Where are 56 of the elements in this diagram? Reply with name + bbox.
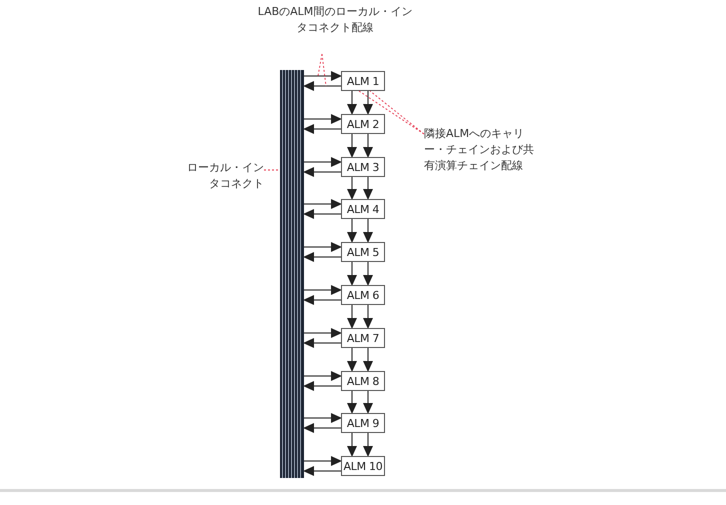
arrow bbox=[347, 134, 357, 158]
arrow bbox=[303, 338, 342, 348]
arrow bbox=[347, 304, 357, 329]
arrow bbox=[347, 432, 357, 457]
arrow bbox=[303, 209, 342, 219]
arrow bbox=[303, 295, 342, 305]
arrow bbox=[363, 90, 373, 115]
leader-line bbox=[370, 90, 424, 134]
interconnect-bus bbox=[280, 70, 304, 478]
arrow bbox=[304, 114, 342, 124]
arrow bbox=[363, 262, 373, 286]
arrow bbox=[303, 466, 342, 476]
arrow bbox=[303, 124, 342, 134]
arrow bbox=[363, 304, 373, 329]
arrow bbox=[347, 176, 357, 200]
leader-line bbox=[318, 54, 322, 76]
alm-box: ALM 9 bbox=[341, 413, 385, 433]
arrow bbox=[303, 381, 342, 391]
arrow bbox=[303, 423, 342, 433]
alm-box: ALM 1 bbox=[341, 71, 385, 91]
arrow bbox=[304, 456, 342, 466]
arrow bbox=[304, 285, 342, 295]
alm-box: ALM 8 bbox=[341, 371, 385, 391]
alm-box: ALM 10 bbox=[341, 456, 385, 476]
arrow bbox=[363, 218, 373, 243]
arrow bbox=[347, 390, 357, 414]
arrow bbox=[347, 262, 357, 286]
arrow bbox=[304, 199, 342, 209]
alm-box: ALM 7 bbox=[341, 328, 385, 348]
leader-line bbox=[322, 54, 326, 86]
arrow bbox=[304, 328, 342, 338]
arrow bbox=[347, 218, 357, 243]
annotation-text: 隣接ALMへのキャリー・チェインおよび共有演算チェイン配線 bbox=[424, 126, 544, 198]
arrow bbox=[303, 167, 342, 177]
alm-box: ALM 4 bbox=[341, 199, 385, 219]
arrow bbox=[363, 134, 373, 158]
annotation-text: LABのALM間のローカル・インタコネクト配線 bbox=[255, 4, 415, 54]
arrow bbox=[363, 432, 373, 457]
arrow bbox=[363, 348, 373, 372]
arrow bbox=[304, 71, 342, 81]
alm-box: ALM 3 bbox=[341, 157, 385, 177]
alm-box: ALM 5 bbox=[341, 242, 385, 262]
leader-line bbox=[358, 90, 424, 134]
arrow bbox=[303, 81, 342, 91]
arrow bbox=[304, 371, 342, 381]
alm-box: ALM 2 bbox=[341, 114, 385, 134]
arrow bbox=[363, 176, 373, 200]
arrow bbox=[304, 242, 342, 252]
arrow bbox=[304, 157, 342, 167]
arrow bbox=[363, 390, 373, 414]
annotation-text: ローカル・インタコネクト bbox=[178, 160, 264, 198]
arrow bbox=[304, 413, 342, 423]
arrow bbox=[347, 348, 357, 372]
alm-box: ALM 6 bbox=[341, 285, 385, 305]
arrow bbox=[347, 90, 357, 115]
arrow bbox=[303, 252, 342, 262]
